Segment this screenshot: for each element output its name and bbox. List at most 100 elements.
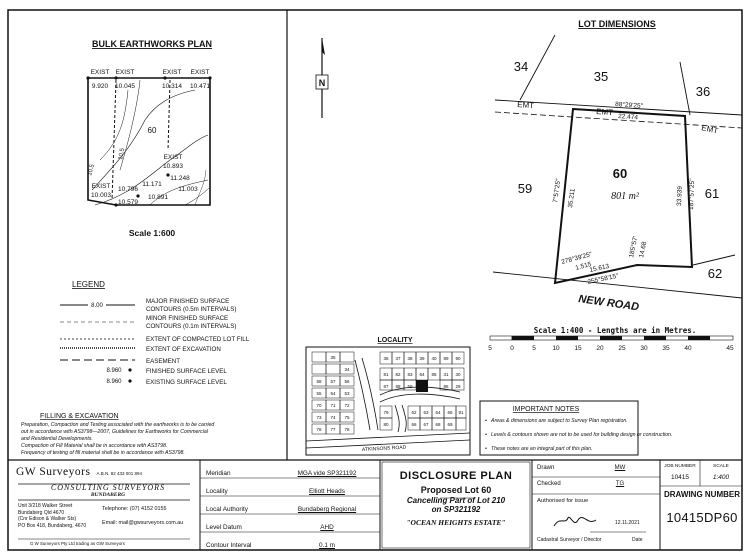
- distance-label: 22.474: [618, 113, 639, 121]
- locality-road: [361, 357, 379, 431]
- neighbour-lot: 35: [594, 69, 608, 84]
- title-block: [18, 460, 742, 550]
- level-point: [114, 203, 118, 207]
- legend-finished-level-dot: [128, 368, 132, 372]
- level-label: 9.920: [92, 83, 109, 90]
- neighbour-lot: 59: [518, 181, 532, 196]
- legend-symbol-label: 8.960: [106, 368, 122, 374]
- locality-lot-number: 64: [435, 410, 441, 415]
- notes-frame: [479, 400, 639, 456]
- locality-lot: [451, 351, 465, 365]
- neighbour-lot: 34: [514, 59, 528, 74]
- locality-lot-number: 87: [383, 384, 389, 389]
- exist-label: EXIST: [92, 183, 111, 190]
- locality-lot-number: 90: [455, 356, 461, 361]
- authorised-label: Authorised for issue: [537, 498, 589, 504]
- drawn-label: Drawn: [537, 465, 555, 471]
- lot-dimensions-plan: LOT DIMENSIONS N 60 801 m² 34 35 36 59 6…: [315, 19, 743, 352]
- company-phone: Telephone: (07) 4152 0155: [102, 506, 166, 512]
- distance-label: 35.211: [567, 188, 577, 209]
- locality-lot-number: 30: [455, 372, 461, 377]
- locality-lot-number: 75: [344, 415, 350, 420]
- locality-lot-number: 70: [316, 403, 322, 408]
- locality-lot: [455, 417, 467, 431]
- locality-lot-number: 59: [407, 384, 413, 389]
- north-arrow-head: [322, 38, 325, 55]
- locality-lot: [451, 379, 465, 391]
- level-label: 10.314: [162, 83, 182, 90]
- neighbour-lot: 62: [708, 266, 722, 281]
- boundary-line: [492, 271, 743, 299]
- legend-text: EXTENT OF EXCAVATION: [146, 346, 221, 353]
- boundary-line: [679, 61, 691, 116]
- bearing-label: 7°57'25": [551, 177, 562, 203]
- easement-label: EMT: [596, 107, 614, 117]
- level-point: [208, 76, 212, 80]
- drawing-number-label: DRAWING NUMBER: [664, 490, 740, 499]
- job-number-value: 10415: [670, 474, 690, 481]
- contour-line: [94, 134, 209, 206]
- disclosure-title: DISCLOSURE PLAN: [399, 470, 513, 482]
- distance-label: 1.515: [575, 261, 593, 272]
- locality-lot-number: 36: [383, 356, 389, 361]
- drawing-number-value: 10415DP60: [666, 510, 738, 525]
- info-label-locality: Locality: [206, 488, 228, 495]
- info-label-datum: Level Datum: [206, 524, 242, 531]
- legend-text: EXISTING SURFACE LEVEL: [146, 379, 227, 386]
- locality-lot-number: 71: [330, 403, 336, 408]
- lot-60-number: 60: [613, 166, 627, 181]
- scale-bar-segment: [600, 336, 622, 340]
- disclosure-estate: "OCEAN HEIGHTS ESTATE": [406, 518, 506, 527]
- boundary-line: [692, 254, 736, 266]
- legend: LEGEND 8.00 8.960 8.960 MAJOR FINISHED S…: [60, 280, 250, 386]
- company-consult: CONSULTING SURVEYORS: [50, 483, 166, 492]
- scale-bar-segment: [512, 336, 534, 340]
- note-text: These notes are an integral part of this…: [491, 446, 593, 452]
- filling-line: Preparation, Compaction and Testing asso…: [21, 422, 215, 428]
- info-value-datum: AHD: [320, 524, 334, 531]
- locality-lot-number: 72: [344, 403, 350, 408]
- note-bullet: •: [485, 446, 487, 452]
- info-labels: Meridian Locality Local Authority Level …: [206, 465, 251, 555]
- neighbour-lot: 61: [705, 186, 719, 201]
- locality-lot-number: 67: [423, 422, 429, 427]
- level-point: [166, 173, 170, 177]
- scale-tick-label: 10: [552, 345, 560, 352]
- email-label: Email:: [102, 520, 117, 526]
- north-label: N: [319, 78, 326, 88]
- locality-lot-number: 86: [443, 384, 449, 389]
- company-block: GW Surveyors A.B.N. 82 433 001 894 CONSU…: [16, 466, 200, 498]
- exist-label: EXIST: [163, 69, 182, 76]
- scale-tick-label: 30: [640, 345, 648, 352]
- address-line: Unit 3/218 Walker Street: [18, 503, 73, 509]
- locality-lot-number: 88: [395, 384, 401, 389]
- legend-text: FINISHED SURFACE LEVEL: [146, 368, 227, 375]
- company-abn: A.B.N. 82 433 001 894: [96, 471, 143, 476]
- locality-lot: [339, 411, 355, 423]
- exist-label: EXIST: [116, 69, 135, 76]
- scale-tick-label: 0: [510, 345, 514, 352]
- locality-lot-number: 65: [447, 410, 453, 415]
- boundary-line: [494, 99, 743, 116]
- locality-lot-number: 54: [330, 391, 336, 396]
- legend-text: CONTOURS (0.1m INTERVALS): [146, 323, 236, 330]
- locality-lot: [325, 363, 341, 375]
- locality-lot-number: 69: [447, 422, 453, 427]
- locality-lot-grid: [311, 351, 467, 435]
- disclosure-lot: Proposed Lot 60: [420, 485, 492, 495]
- locality-lot-number: 53: [344, 391, 350, 396]
- locality-road: [305, 439, 471, 449]
- phone-value[interactable]: (07) 4152 0155: [129, 506, 167, 512]
- locality-lot-number: 78: [344, 427, 350, 432]
- locality-lot: [339, 423, 355, 435]
- locality-lot-number: 66: [411, 422, 417, 427]
- easement-label: EMT: [517, 100, 535, 110]
- important-notes: IMPORTANT NOTES • Areas & dimensions are…: [479, 400, 672, 456]
- filling-line: Compaction of Fill Material shall be in …: [21, 443, 167, 449]
- note-bullet: •: [485, 418, 487, 424]
- locality-lot: [339, 375, 355, 387]
- email-value[interactable]: mail@gwsurveyors.com.au: [118, 520, 184, 526]
- contour-line: [194, 169, 207, 206]
